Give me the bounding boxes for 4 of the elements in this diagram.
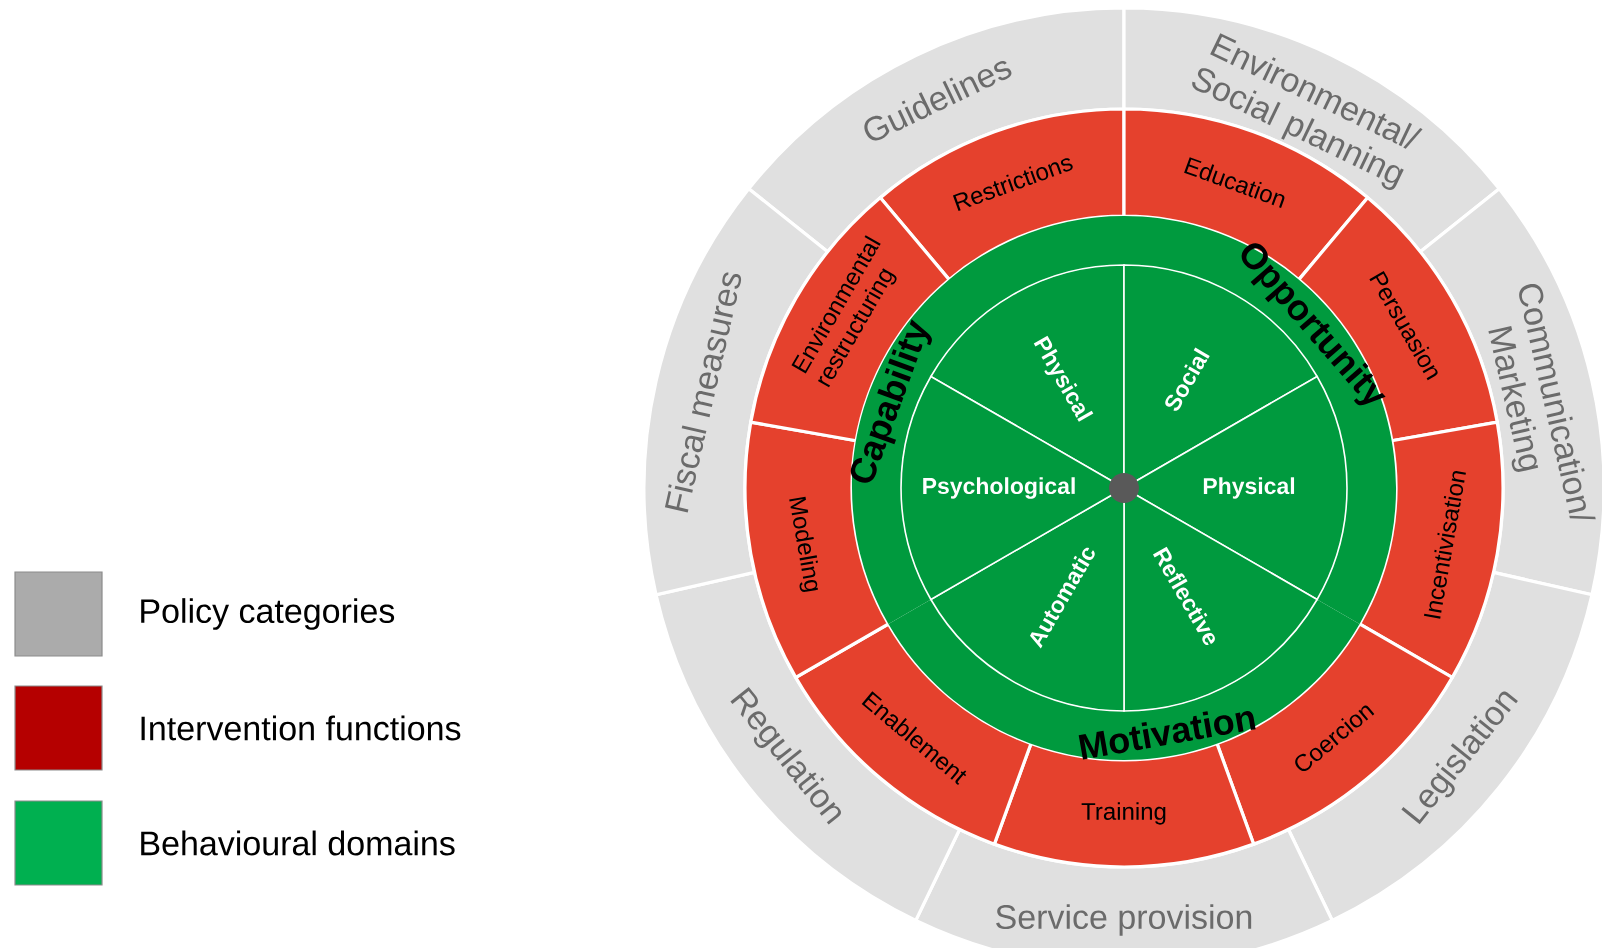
node-label: Service provision: [996, 904, 1252, 936]
legend-label: Behavioural domains: [141, 830, 455, 856]
legend-label: Intervention functions: [141, 715, 461, 741]
legend-label: Policy categories: [141, 598, 395, 630]
